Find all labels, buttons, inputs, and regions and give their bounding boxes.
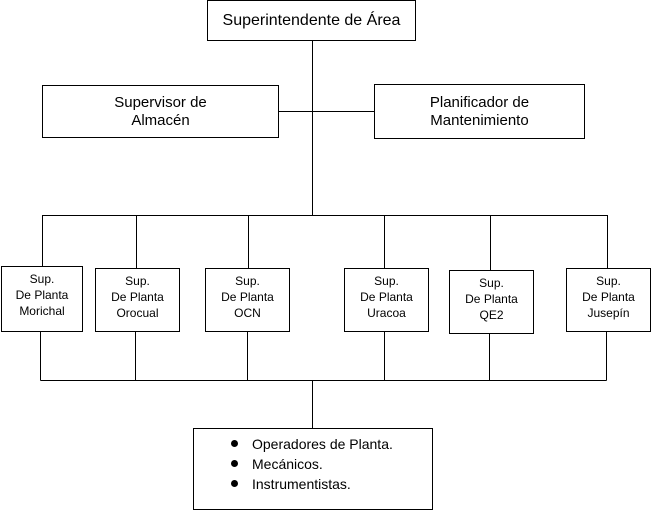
list-item: Instrumentistas. xyxy=(231,474,393,494)
plant-name: Jusepín xyxy=(587,306,630,320)
plant-line2: De Planta xyxy=(465,292,518,306)
plant-name: QE2 xyxy=(479,308,504,322)
plant-line1: Sup. xyxy=(596,274,621,288)
plant-line1: Sup. xyxy=(374,274,399,288)
plant-box-morichal: Sup. De Planta Morichal xyxy=(1,266,83,332)
plant-name: Orocual xyxy=(116,306,159,320)
maintenance-planner-line1: Planificador de xyxy=(429,93,530,111)
plant-box-orocual: Sup. De Planta Orocual xyxy=(95,268,180,332)
plant-line1: Sup. xyxy=(125,274,150,288)
maintenance-planner-line2: Mantenimiento xyxy=(430,111,529,129)
staff-list-box: Operadores de Planta. Mecánicos. Instrum… xyxy=(193,428,433,510)
warehouse-supervisor-box: Supervisor de Almacén xyxy=(42,85,279,138)
maintenance-planner-box: Planificador de Mantenimiento xyxy=(374,84,585,139)
plant-line2: De Planta xyxy=(582,290,635,304)
plant-line2: De Planta xyxy=(111,290,164,304)
plant-name: Morichal xyxy=(19,304,65,318)
plant-name: Uracoa xyxy=(367,306,406,320)
bullet-icon xyxy=(231,480,238,487)
bullet-icon xyxy=(231,460,238,467)
list-item-label: Mecánicos. xyxy=(252,456,323,472)
list-item: Operadores de Planta. xyxy=(231,434,393,454)
list-item-label: Operadores de Planta. xyxy=(252,436,393,452)
plant-box-qe2: Sup. De Planta QE2 xyxy=(449,270,534,334)
plant-line2: De Planta xyxy=(360,290,413,304)
list-item-label: Instrumentistas. xyxy=(252,476,351,492)
plant-box-ocn: Sup. De Planta OCN xyxy=(205,268,290,332)
list-item: Mecánicos. xyxy=(231,454,393,474)
bullet-icon xyxy=(231,440,238,447)
warehouse-supervisor-line2: Almacén xyxy=(131,111,190,129)
superintendent-label: Superintendente de Área xyxy=(222,12,401,29)
plant-name: OCN xyxy=(234,306,261,320)
plant-line2: De Planta xyxy=(221,290,274,304)
plant-line1: Sup. xyxy=(29,272,55,286)
plant-line2: De Planta xyxy=(15,288,69,302)
warehouse-supervisor-line1: Supervisor de xyxy=(114,93,207,111)
plant-line1: Sup. xyxy=(479,276,504,290)
plant-box-uracoa: Sup. De Planta Uracoa xyxy=(344,268,429,332)
superintendent-box: Superintendente de Área xyxy=(207,0,416,41)
staff-list: Operadores de Planta. Mecánicos. Instrum… xyxy=(194,429,393,494)
plant-box-jusepin: Sup. De Planta Jusepín xyxy=(566,268,651,332)
plant-line1: Sup. xyxy=(235,274,260,288)
